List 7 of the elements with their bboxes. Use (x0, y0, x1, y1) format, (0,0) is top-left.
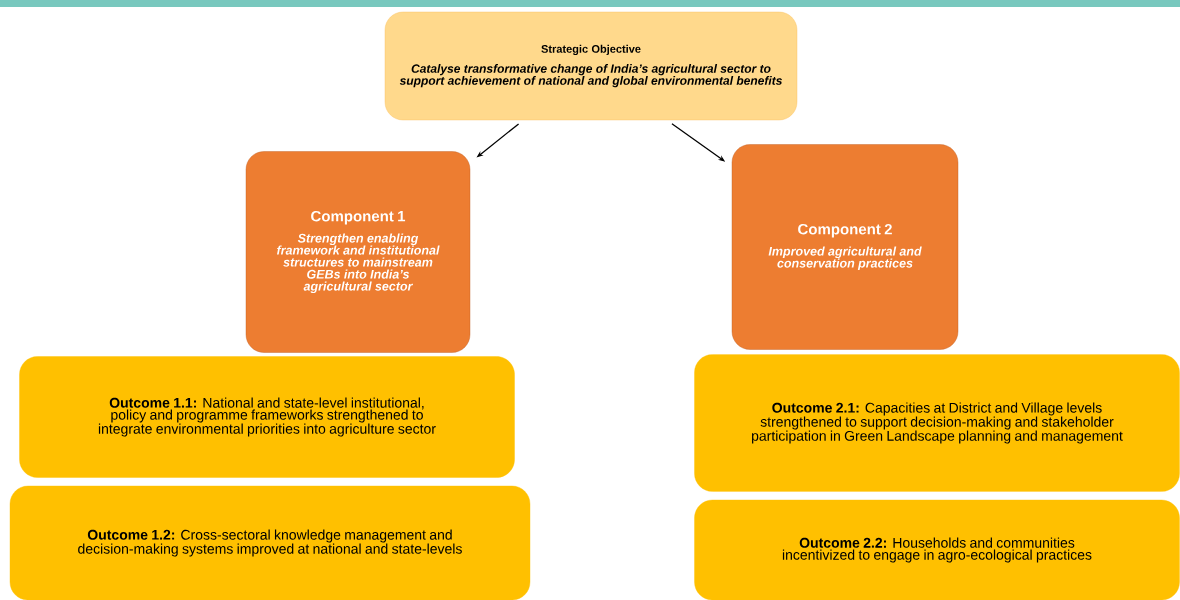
outcome-box: Outcome 1.1: National and state-level institutional, policy and programme frameworks strengthened to integrate environmental priorities into agriculture sector (19, 356, 515, 478)
component-box: Component 2 Improved agricultural and conservation practices (731, 144, 959, 350)
outcome-box: Outcome 1.2: Cross-sectoral knowledge management and decision-making systems improved at national and state-levels (9, 485, 531, 600)
objective-box: Strategic Objective Catalyse transformative change of India’s agricultural sector to support achievement of national and global environmental benefits (384, 11, 798, 121)
outcome-box: Outcome 2.1: Capacities at District and Village levels strengthened to support decision-making and stakeholder participation in Green Landscape planning and management (694, 354, 1180, 492)
outcome-box: Outcome 2.2: Households and communities incentivized to engage in agro-ecological practices (694, 499, 1180, 600)
component-box: Component 1 Strengthen enabling framework and institutional structures to mainstream GEBs into India’s agricultural sector (245, 151, 471, 353)
